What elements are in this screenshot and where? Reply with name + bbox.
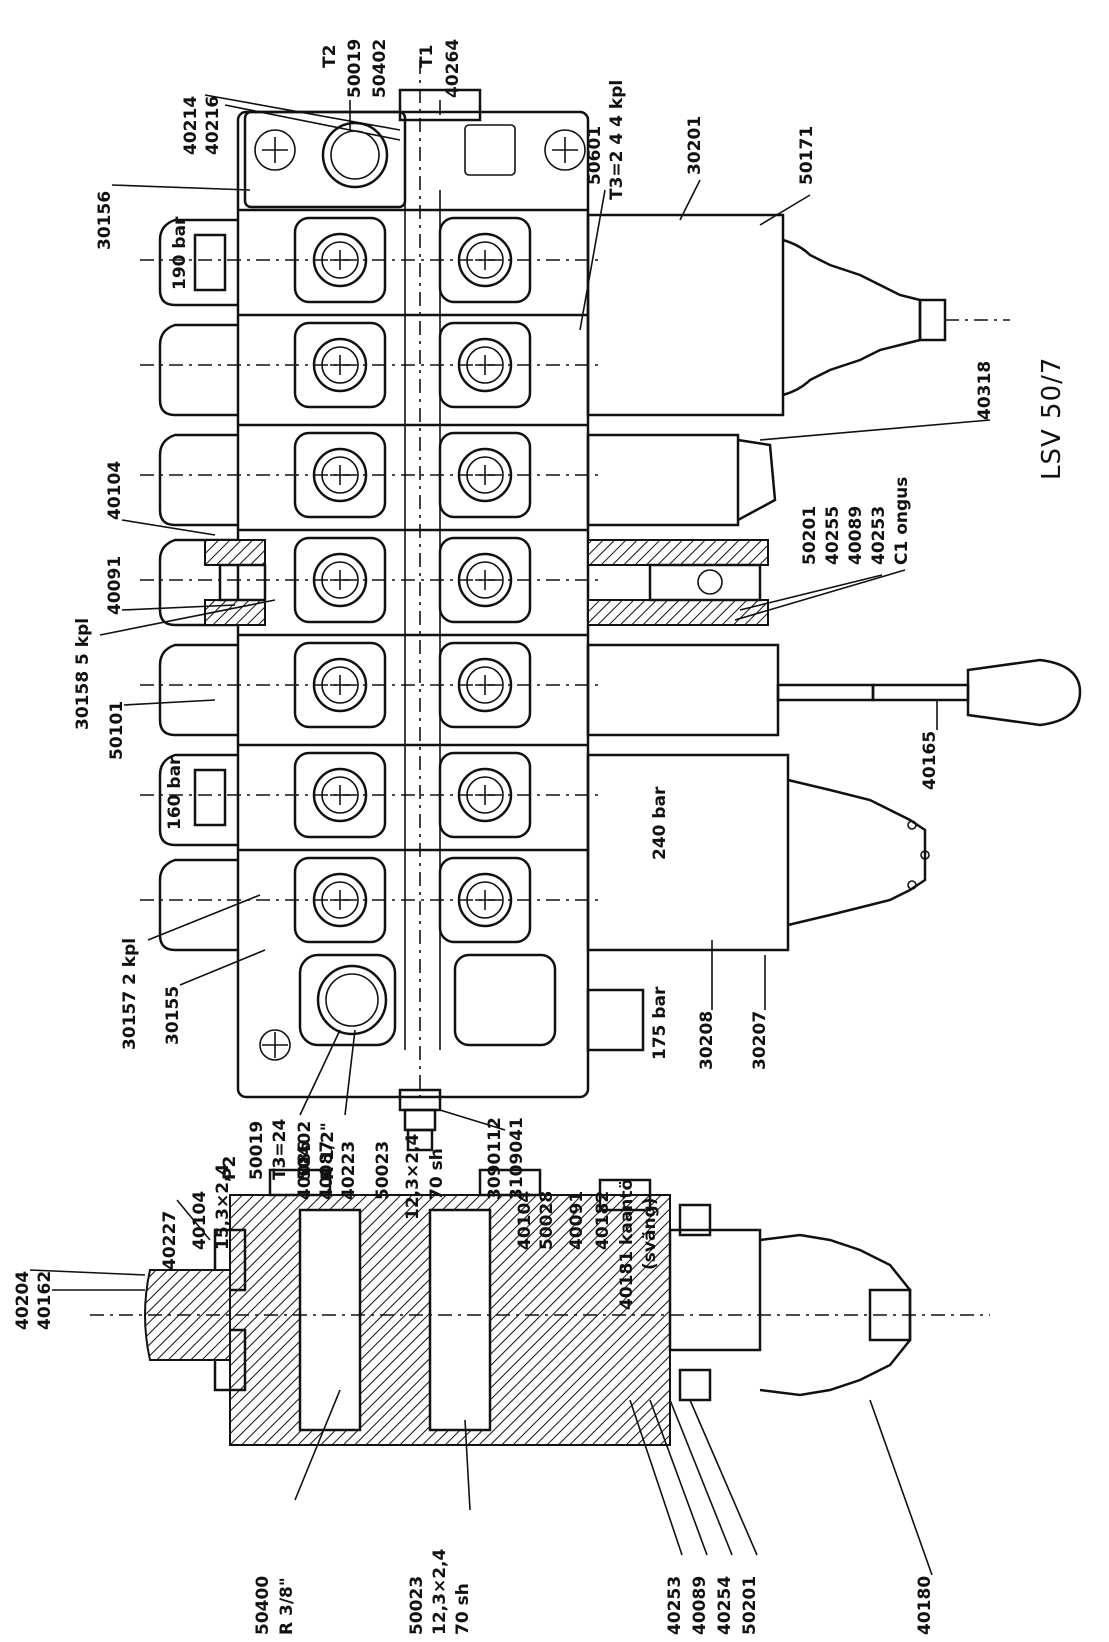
label-30158: 30158 5 kpl bbox=[73, 618, 93, 730]
label-s-r38: R 3/8" bbox=[277, 1577, 297, 1635]
label-p2-a: 50019 bbox=[247, 1121, 267, 1180]
valve-section bbox=[140, 848, 600, 944]
label-160-bar: 160 bar bbox=[165, 756, 185, 830]
label-s-40254: 40254 bbox=[715, 1576, 735, 1635]
label-240-bar: 240 bar bbox=[650, 786, 670, 860]
label-s-70sh: 70 sh bbox=[427, 1148, 447, 1200]
label-c1-ongus: C1 ongus bbox=[892, 477, 912, 565]
label-s-50023b: 50023 bbox=[407, 1576, 427, 1635]
label-s-50201: 50201 bbox=[740, 1576, 760, 1635]
label-s-50028: 50028 bbox=[537, 1191, 557, 1250]
label-s-40181: 40181 kaantö bbox=[617, 1179, 637, 1310]
valve-section bbox=[140, 208, 600, 304]
label-t2-code-b: 50402 bbox=[370, 39, 390, 98]
label-t1: T1 bbox=[417, 45, 437, 68]
label-s-40091: 40091 bbox=[567, 1191, 587, 1250]
label-50171: 50171 bbox=[797, 126, 817, 185]
label-40091: 40091 bbox=[105, 556, 125, 615]
label-s-40087: 40087 bbox=[317, 1141, 337, 1200]
label-s-40104: 40104 bbox=[190, 1191, 210, 1250]
label-50201: 50201 bbox=[800, 506, 820, 565]
label-30156: 30156 bbox=[95, 191, 115, 250]
label-s-50023: 50023 bbox=[373, 1141, 393, 1200]
label-p2-c: 50402 bbox=[295, 1121, 315, 1180]
label-3090112: 3090112 bbox=[485, 1117, 505, 1200]
label-p2-b: T3=24 bbox=[270, 1119, 290, 1180]
label-s-40253: 40253 bbox=[665, 1576, 685, 1635]
label-s-40204: 40204 bbox=[13, 1271, 33, 1330]
label-190-bar: 190 bar bbox=[170, 216, 190, 290]
label-30207: 30207 bbox=[750, 1011, 770, 1070]
valve-stack-view bbox=[140, 60, 1082, 1152]
label-s-40227: 40227 bbox=[160, 1211, 180, 1270]
label-s-40104b: 40104 bbox=[515, 1191, 535, 1250]
label-s-40162: 40162 bbox=[35, 1271, 55, 1330]
label-40089: 40089 bbox=[846, 506, 866, 565]
label-s-40180: 40180 bbox=[915, 1576, 935, 1635]
label-s-40089: 40089 bbox=[690, 1576, 710, 1635]
label-40104: 40104 bbox=[105, 461, 125, 520]
label-30208: 30208 bbox=[697, 1011, 717, 1070]
label-40318: 40318 bbox=[975, 361, 995, 420]
label-50601-sub: T3=2 4 4 kpl bbox=[607, 80, 627, 200]
label-s-70shb: 70 sh bbox=[453, 1583, 473, 1635]
label-40253: 40253 bbox=[869, 506, 889, 565]
valve-section bbox=[140, 423, 600, 519]
valve-section bbox=[140, 528, 600, 624]
label-s-50400: 50400 bbox=[253, 1576, 273, 1635]
label-50601: 50601 bbox=[585, 126, 605, 185]
label-s-12-3: 12,3×2,4 bbox=[403, 1134, 423, 1220]
label-t2: T2 bbox=[320, 45, 340, 68]
valve-section bbox=[140, 313, 600, 409]
label-175-bar: 175 bar bbox=[650, 986, 670, 1060]
label-30157: 30157 2 kpl bbox=[120, 938, 140, 1050]
label-s-svang: (sväng) bbox=[640, 1198, 660, 1270]
label-50101: 50101 bbox=[107, 701, 127, 760]
label-40214: 40214 bbox=[181, 96, 201, 155]
valve-section bbox=[140, 743, 600, 839]
label-t1-code: 40264 bbox=[443, 39, 463, 98]
drawing-title: LSV 50/7 bbox=[1037, 357, 1067, 480]
part-labels: T2 50019 50402 T1 40264 40216 40214 3015… bbox=[13, 39, 1067, 1635]
label-40216: 40216 bbox=[203, 96, 223, 155]
valve-section bbox=[140, 633, 600, 729]
label-3109041: 3109041 bbox=[507, 1117, 527, 1200]
label-s-40223: 40223 bbox=[339, 1141, 359, 1200]
label-40165: 40165 bbox=[920, 731, 940, 790]
label-s-15-3: 15,3×2,4 bbox=[213, 1164, 233, 1250]
label-30155: 30155 bbox=[163, 986, 183, 1045]
label-p2-d: R 1/2" bbox=[318, 1122, 338, 1180]
label-s-40182: 40182 bbox=[593, 1191, 613, 1250]
label-t2-code-a: 50019 bbox=[345, 39, 365, 98]
label-s-40086: 40086 bbox=[295, 1141, 315, 1200]
cross-section-view bbox=[90, 1168, 990, 1446]
label-s-12-3b: 12,3×2,4 bbox=[430, 1549, 450, 1635]
label-30201: 30201 bbox=[685, 116, 705, 175]
label-40255: 40255 bbox=[823, 506, 843, 565]
label-p2: P2 bbox=[220, 1156, 240, 1180]
